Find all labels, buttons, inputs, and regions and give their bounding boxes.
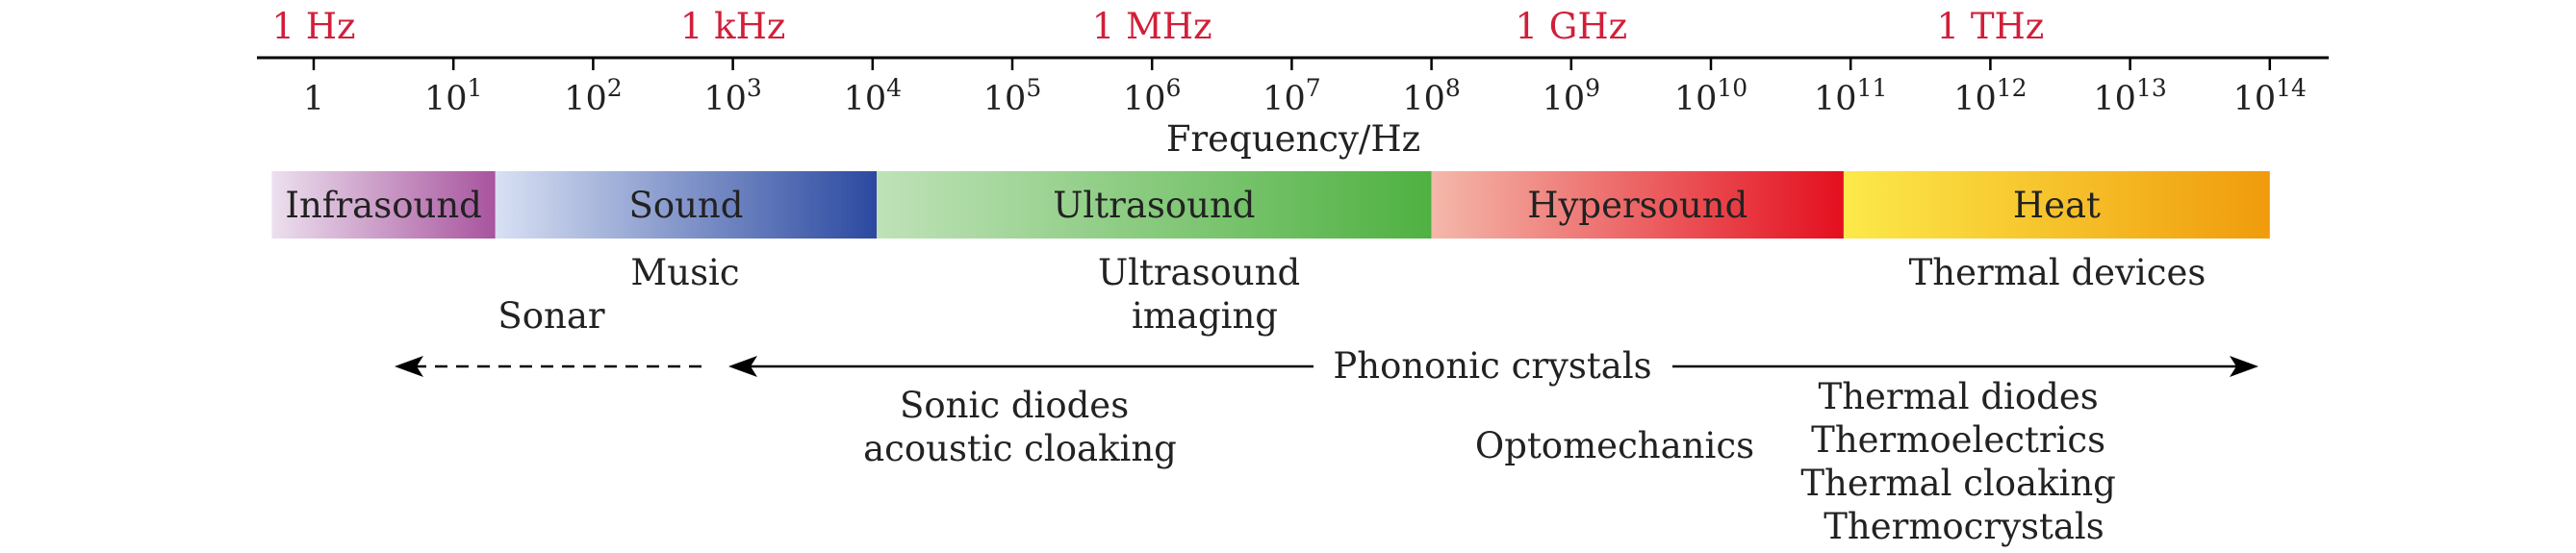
band-label-ultrasound: Ultrasound — [1053, 185, 1255, 226]
sonar-label: Sonar — [497, 295, 605, 337]
music-label: Music — [630, 252, 739, 293]
unit-label-1-hz: 1 Hz — [271, 6, 355, 47]
axis-tick-label: 109 — [1543, 74, 1600, 118]
thermal-list-item-2: Thermoelectrics — [1811, 419, 2105, 461]
thermal-list-item-4: Thermocrystals — [1824, 506, 2104, 547]
tick-exponent: 10 — [1717, 74, 1747, 102]
band-hypersound — [1431, 171, 1844, 239]
band-label-sound: Sound — [628, 185, 743, 226]
axis-tick-label: 1014 — [2233, 74, 2307, 118]
ultrasound-imaging-label: Ultrasound imaging — [1098, 252, 1312, 337]
tick-exponent: 4 — [886, 74, 902, 102]
tick-exponent: 2 — [607, 74, 623, 102]
thermal-applications-list: Thermal diodes Thermoelectrics Thermal c… — [1800, 376, 2127, 547]
axis-ticks — [312, 58, 2272, 70]
spectrum-bands: Infrasound Sound Ultrasound Hypersound Heat — [271, 171, 2270, 239]
sonar-range-arrow — [395, 356, 707, 377]
tick-base: 10 — [564, 80, 607, 118]
tick-base: 1 — [303, 80, 324, 118]
tick-base: 10 — [1543, 80, 1586, 118]
unit-label-1-thz: 1 THz — [1937, 6, 2045, 47]
tick-exponent: 7 — [1306, 74, 1321, 102]
thermal-devices-label: Thermal devices — [1909, 252, 2206, 293]
axis-tick-label: 1011 — [1814, 74, 1887, 118]
tick-exponent: 8 — [1445, 74, 1461, 102]
axis-tick-label: 1 — [303, 80, 324, 118]
sonic-diodes-line-2: acoustic cloaking — [863, 428, 1177, 469]
unit-label-1-ghz: 1 GHz — [1515, 6, 1627, 47]
optomechanics-label: Optomechanics — [1475, 425, 1754, 466]
tick-base: 10 — [1953, 80, 1997, 118]
tick-base: 10 — [844, 80, 887, 118]
tick-exponent: 12 — [1997, 74, 2028, 102]
axis-tick-label: 1013 — [2093, 74, 2166, 118]
ultrasound-imaging-line-2: imaging — [1132, 295, 1278, 337]
axis-tick-label: 102 — [564, 74, 622, 118]
sonic-diodes-label: Sonic diodes acoustic cloaking — [863, 385, 1177, 469]
tick-exponent: 14 — [2276, 74, 2307, 102]
tick-base: 10 — [1814, 80, 1857, 118]
tick-exponent: 9 — [1585, 74, 1600, 102]
axis-tick-label: 104 — [844, 74, 902, 118]
tick-base: 10 — [2233, 80, 2277, 118]
tick-exponent: 11 — [1857, 74, 1888, 102]
axis-tick-label: 107 — [1262, 74, 1320, 118]
tick-base: 10 — [1674, 80, 1718, 118]
tick-exponent: 5 — [1026, 74, 1041, 102]
axis-tick-label: 105 — [983, 74, 1041, 118]
axis-tick-label: 108 — [1402, 74, 1460, 118]
axis-tick-label: 106 — [1123, 74, 1181, 118]
band-infrasound — [271, 171, 496, 239]
phononic-crystals-label: Phononic crystals — [1333, 345, 1651, 387]
band-sound — [495, 171, 878, 239]
tick-base: 10 — [1262, 80, 1306, 118]
axis-tick-label: 1012 — [1953, 74, 2027, 118]
band-label-infrasound: Infrasound — [285, 185, 482, 226]
thermal-list-item-1: Thermal diodes — [1819, 376, 2099, 417]
axis-tick-label: 101 — [424, 74, 482, 118]
phononic-crystals-arrow — [728, 356, 2258, 377]
tick-base: 10 — [703, 80, 747, 118]
tick-base: 10 — [983, 80, 1027, 118]
axis-label: Frequency/Hz — [1166, 118, 1420, 160]
axis-tick-label: 103 — [703, 74, 761, 118]
tick-exponent: 3 — [747, 74, 762, 102]
sonic-diodes-line-1: Sonic diodes — [900, 385, 1129, 426]
tick-base: 10 — [424, 80, 468, 118]
axis-tick-label: 1010 — [1674, 74, 1747, 118]
ultrasound-imaging-line-1: Ultrasound — [1098, 252, 1300, 293]
tick-base: 10 — [2093, 80, 2136, 118]
tick-exponent: 13 — [2136, 74, 2167, 102]
band-label-hypersound: Hypersound — [1527, 185, 1747, 226]
unit-labels: 1 Hz 1 kHz 1 MHz 1 GHz 1 THz — [271, 6, 2044, 47]
tick-exponent: 6 — [1166, 74, 1182, 102]
tick-exponent: 1 — [468, 74, 483, 102]
tick-base: 10 — [1402, 80, 1445, 118]
band-heat — [1843, 171, 2270, 239]
band-label-heat: Heat — [2013, 185, 2101, 226]
unit-label-1-khz: 1 kHz — [680, 6, 785, 47]
thermal-list-item-3: Thermal cloaking — [1800, 463, 2116, 504]
tick-base: 10 — [1123, 80, 1166, 118]
unit-label-1-mhz: 1 MHz — [1092, 6, 1212, 47]
band-ultrasound — [877, 171, 1432, 239]
